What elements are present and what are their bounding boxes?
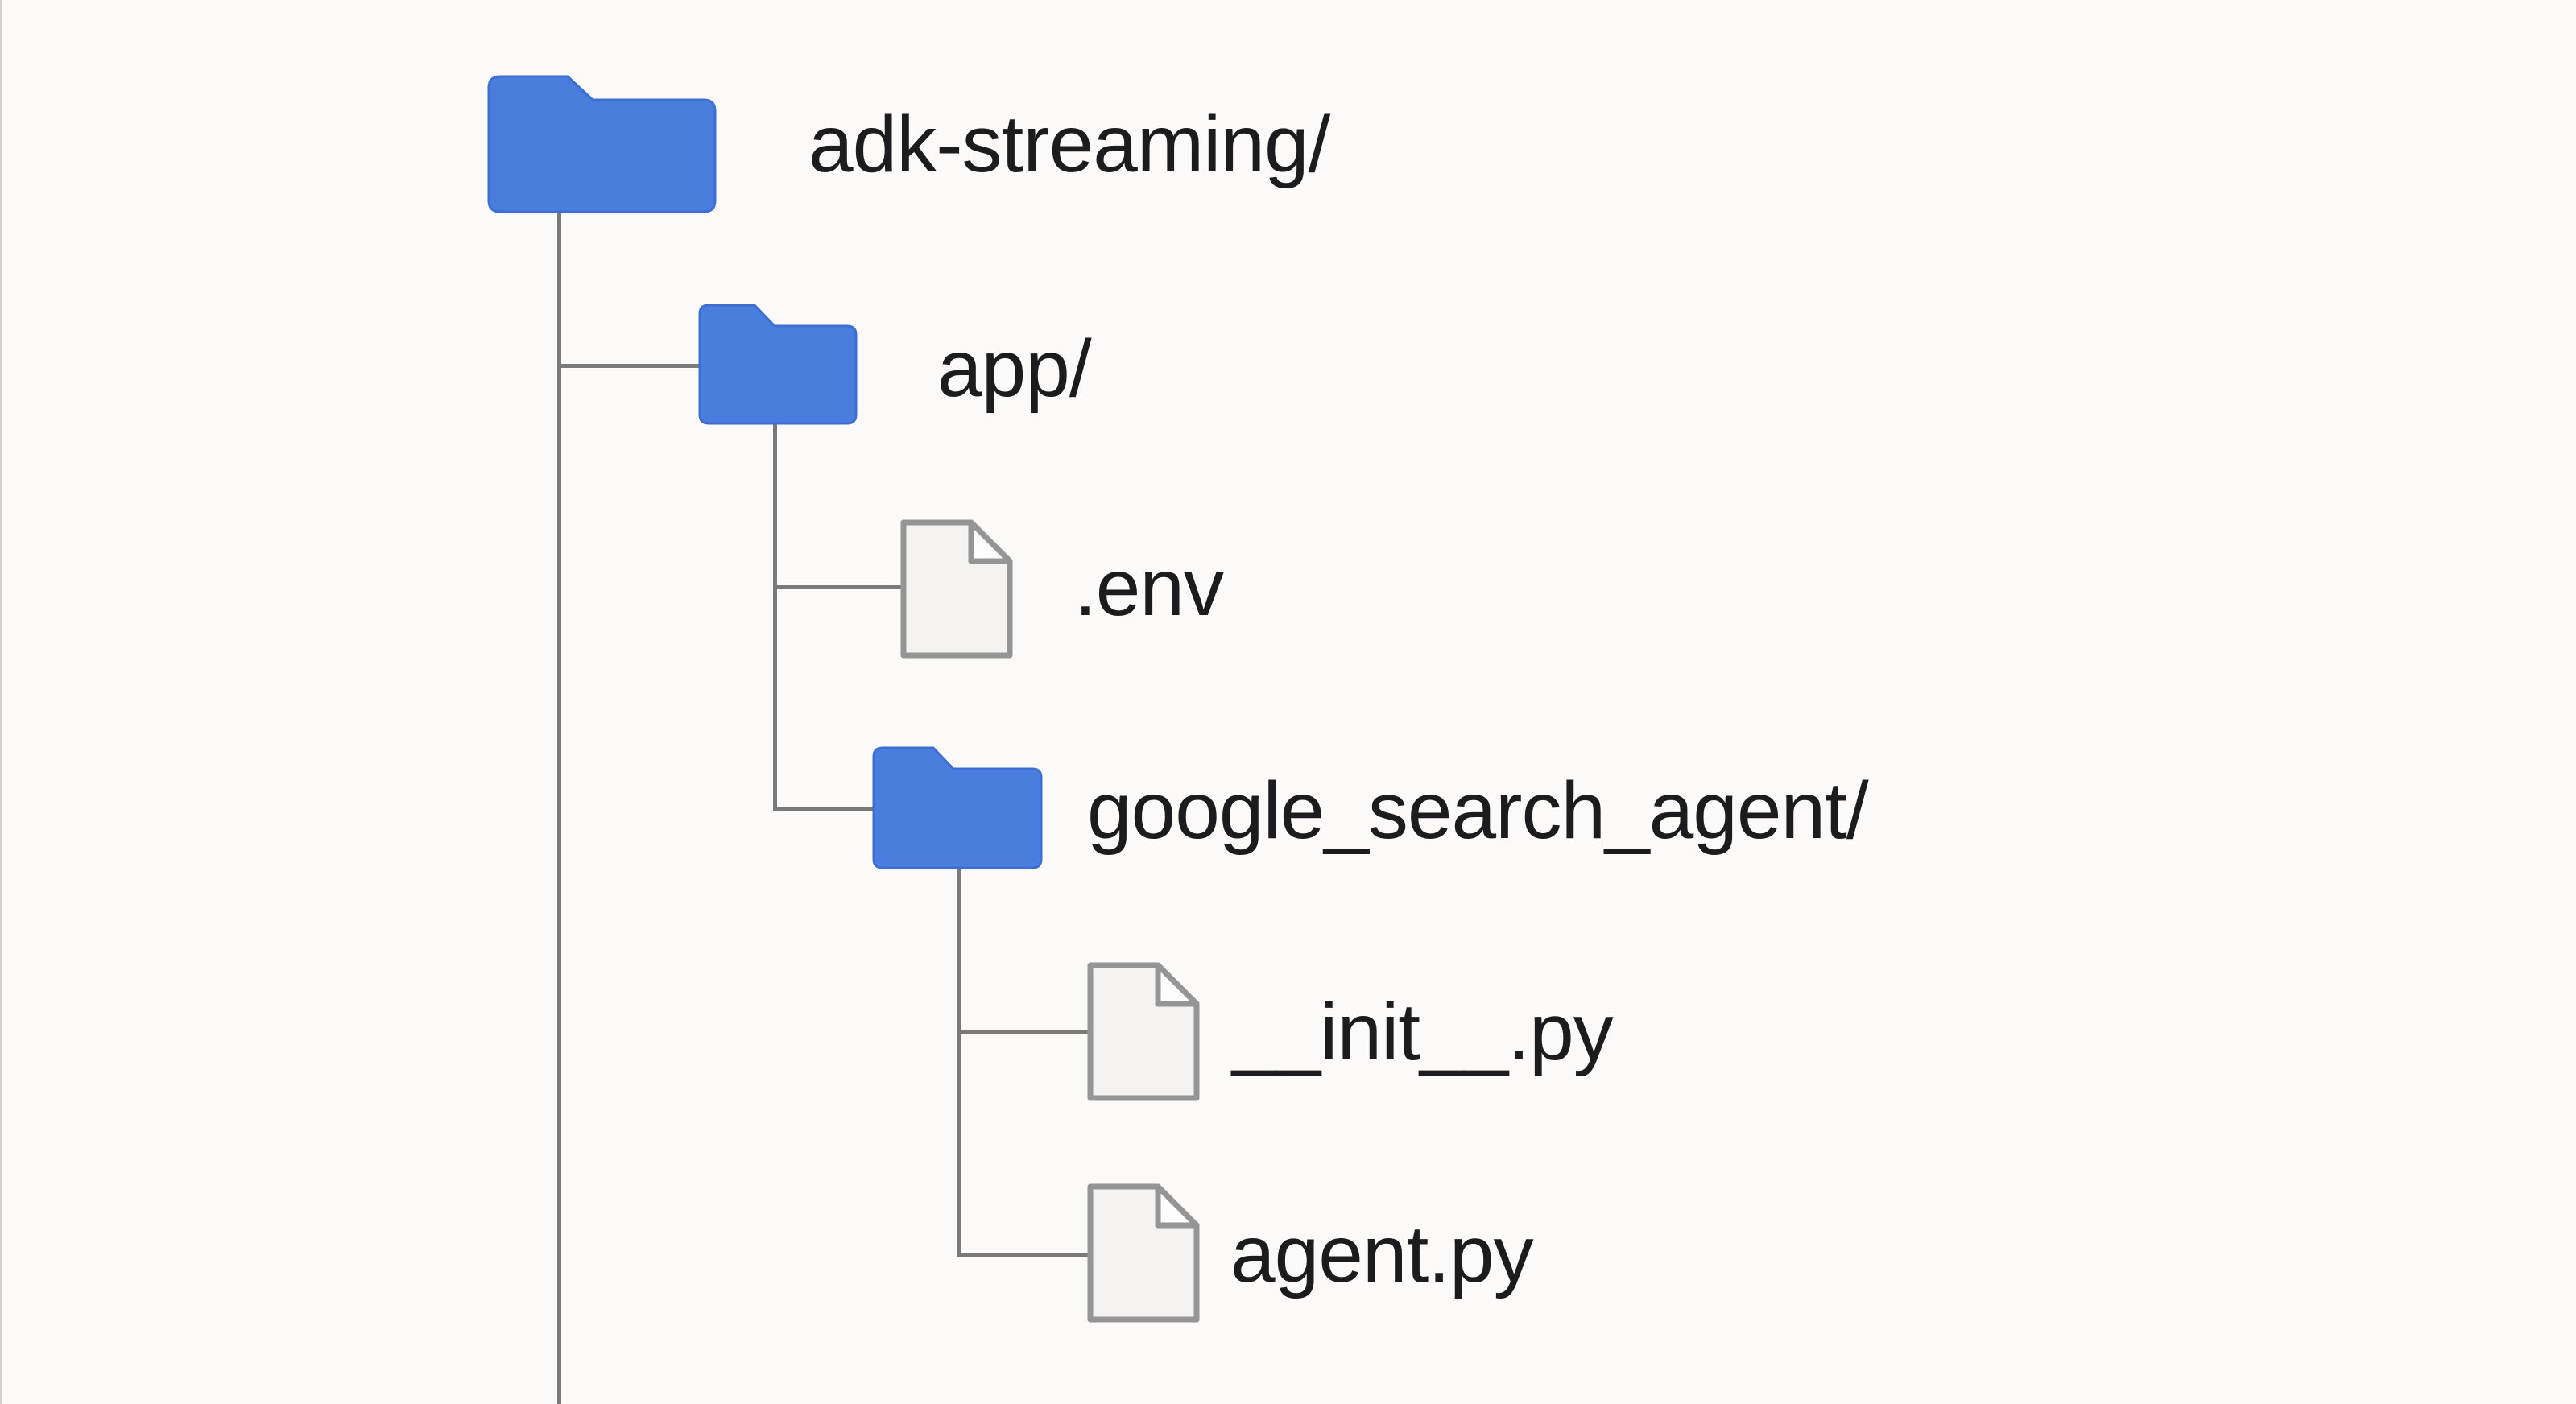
label-app: app/ bbox=[937, 324, 1092, 414]
connector-trunk-adk-streaming bbox=[557, 212, 561, 1404]
folder-icon bbox=[698, 304, 858, 425]
connector-trunk-app bbox=[773, 423, 777, 811]
label-env: .env bbox=[1074, 543, 1224, 633]
connector-branch-env bbox=[773, 585, 902, 589]
left-edge-line bbox=[0, 0, 2, 1404]
connector-branch-agent-py bbox=[957, 1253, 1089, 1257]
connector-branch-init-py bbox=[957, 1030, 1089, 1034]
connector-branch-app bbox=[557, 364, 700, 368]
file-icon bbox=[1087, 962, 1200, 1101]
file-icon bbox=[1087, 1183, 1200, 1323]
folder-icon bbox=[487, 75, 717, 213]
connector-trunk-google-search-agent bbox=[957, 868, 961, 1257]
connector-branch-google-search-agent bbox=[773, 807, 874, 811]
label-agent-py: agent.py bbox=[1230, 1209, 1534, 1299]
label-adk-streaming: adk-streaming/ bbox=[808, 99, 1330, 189]
folder-icon bbox=[872, 746, 1043, 869]
label-google-search-agent: google_search_agent/ bbox=[1087, 766, 1869, 856]
label-init-py: __init__.py bbox=[1232, 987, 1614, 1077]
file-icon bbox=[900, 519, 1013, 659]
